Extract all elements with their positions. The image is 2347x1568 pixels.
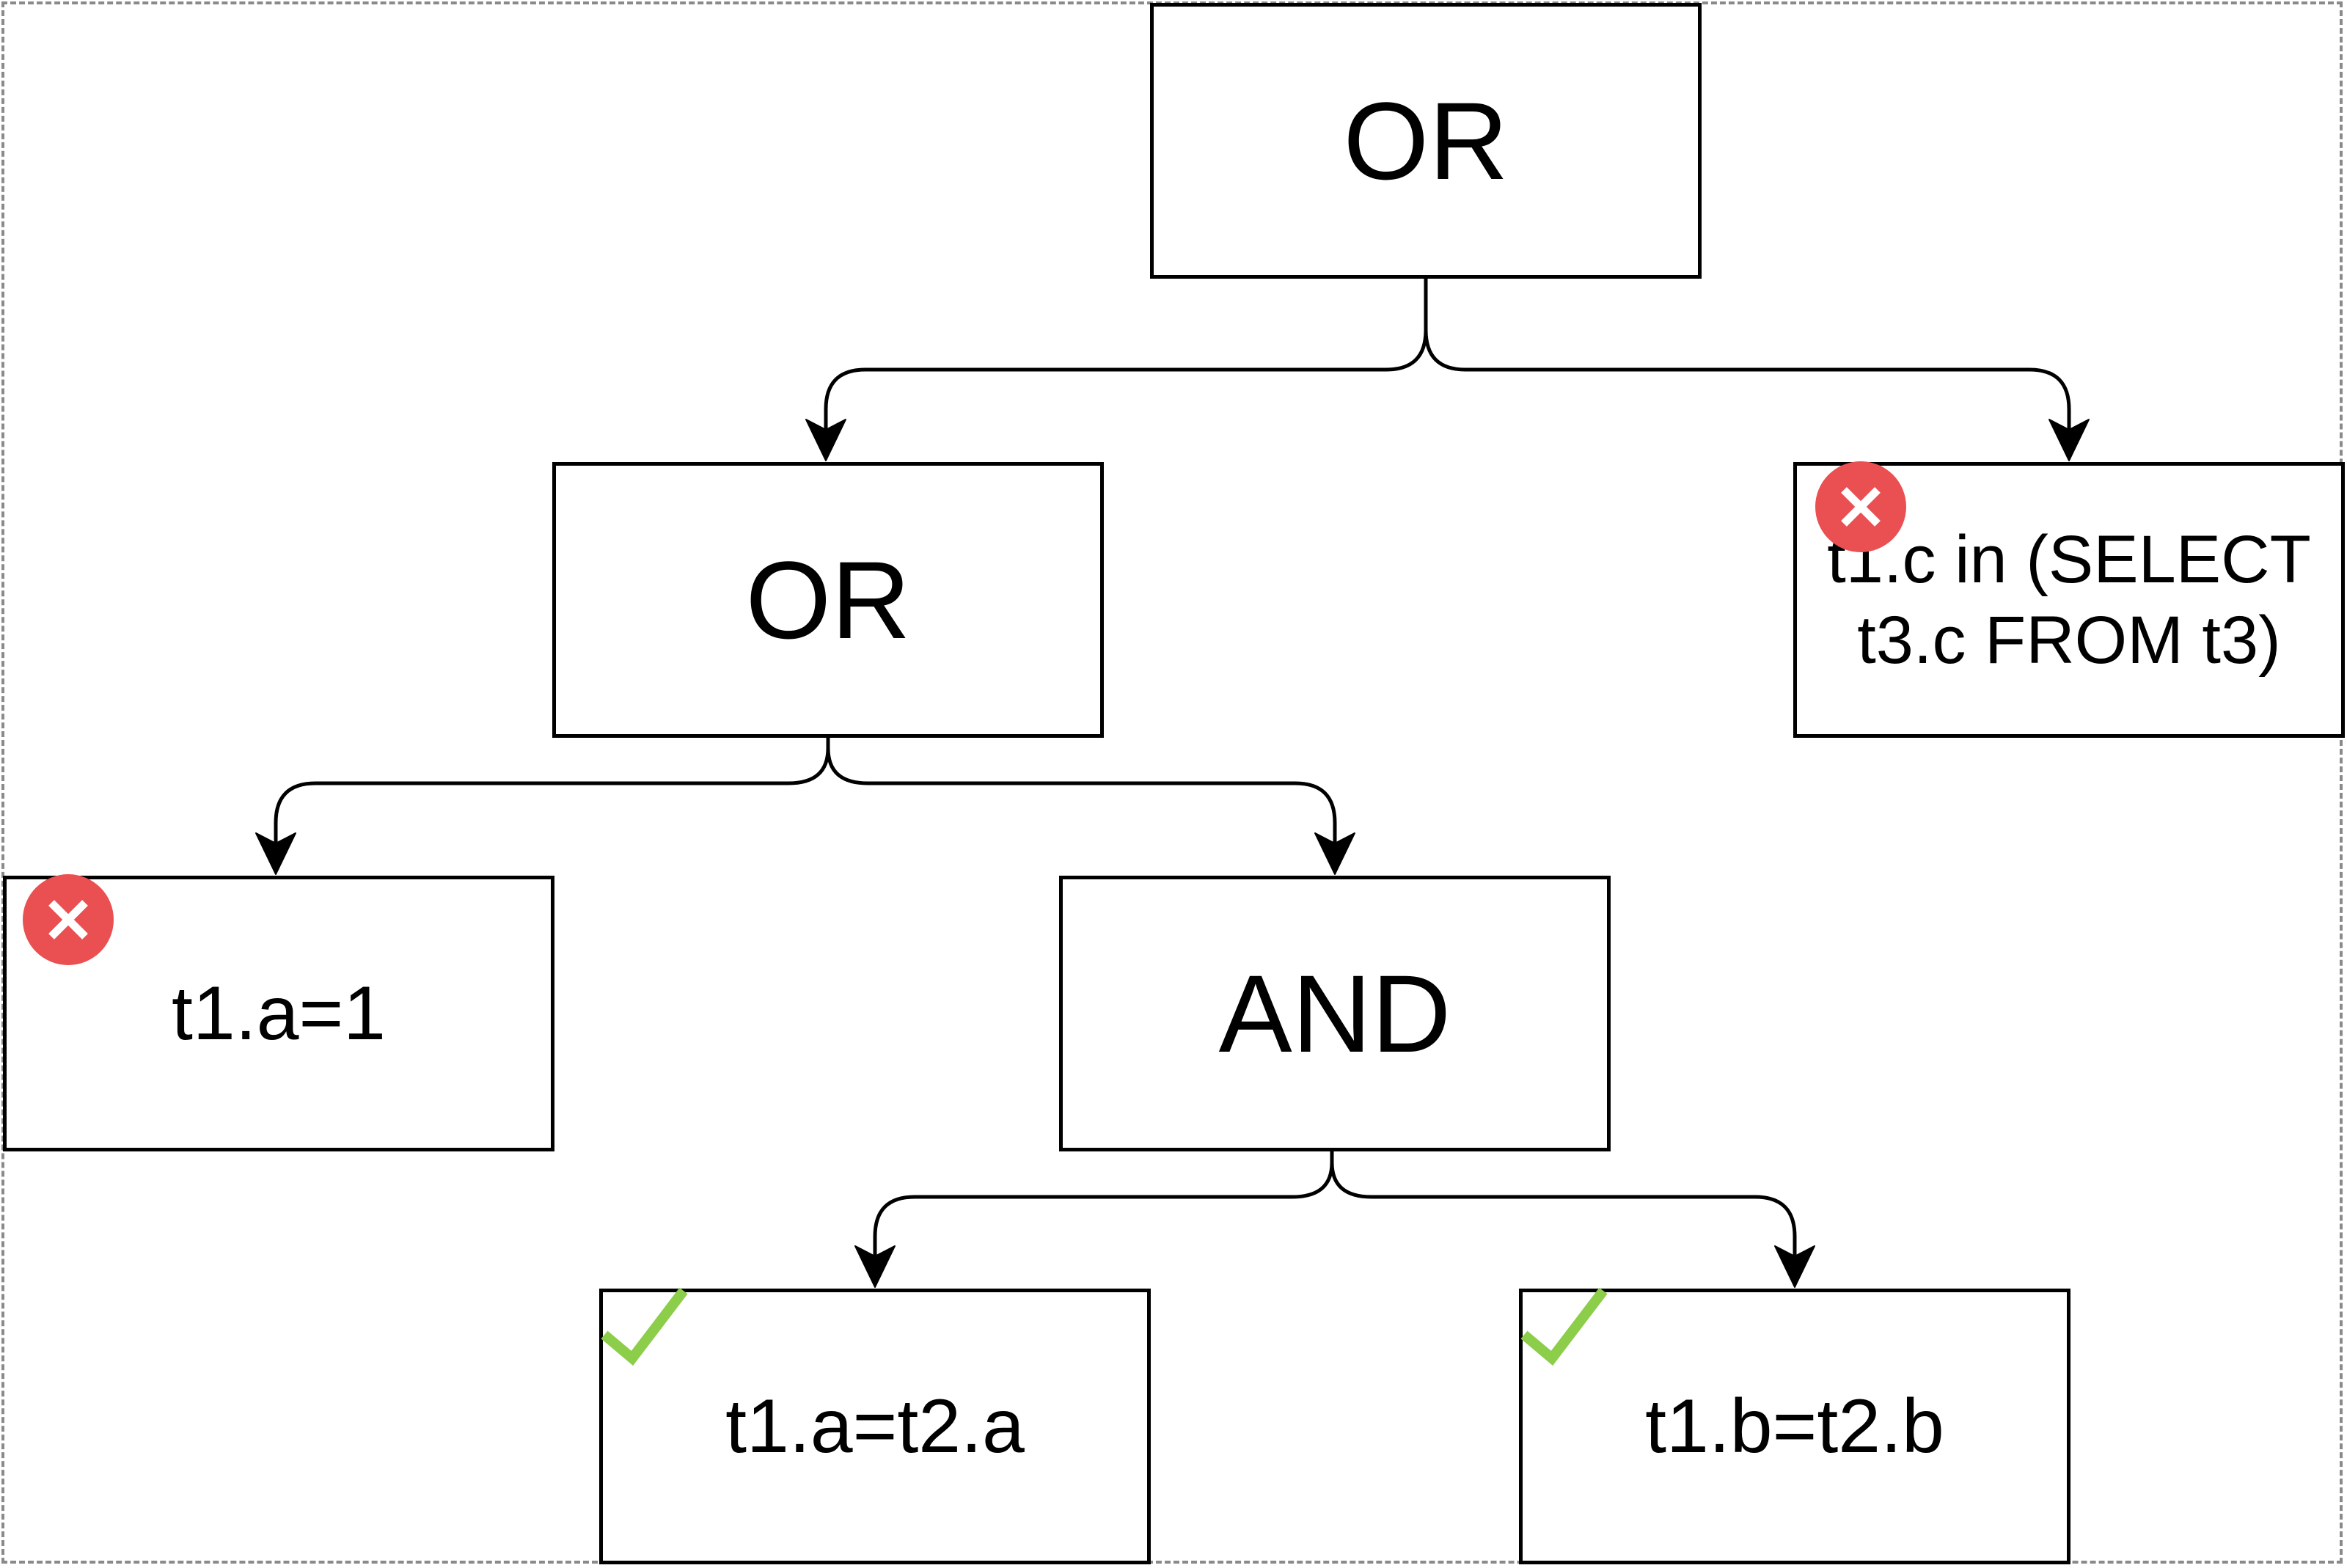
arrowhead bbox=[2048, 419, 2090, 461]
edge-root-to-or bbox=[824, 279, 1428, 455]
arrowhead bbox=[854, 1245, 896, 1288]
x-circle-icon bbox=[23, 874, 114, 965]
node-label: t1.a=1 bbox=[171, 970, 387, 1056]
edge-and-to-eq1 bbox=[873, 1151, 1334, 1281]
arrowhead bbox=[805, 419, 846, 461]
edge-or-to-a1 bbox=[274, 738, 830, 868]
edge-root-to-subquery bbox=[1424, 329, 2071, 455]
x-circle-icon bbox=[1815, 461, 1906, 552]
node-or-root: OR bbox=[1150, 3, 1702, 279]
check-icon bbox=[1520, 1287, 1608, 1366]
node-label: t1.c in (SELECT t3.c FROM t3) bbox=[1827, 521, 2311, 678]
arrowhead bbox=[1774, 1245, 1815, 1288]
node-label: OR bbox=[1343, 79, 1509, 202]
node-label: OR bbox=[745, 538, 911, 662]
edge-and-to-eq2 bbox=[1330, 1162, 1797, 1281]
node-label: t1.b=t2.b bbox=[1645, 1383, 1944, 1469]
node-label: t1.a=t2.a bbox=[725, 1383, 1025, 1469]
node-or-child: OR bbox=[552, 462, 1104, 738]
arrowhead bbox=[255, 832, 296, 875]
edge-or-to-and bbox=[826, 747, 1337, 868]
node-a-equals-t2a: t1.a=t2.a bbox=[599, 1289, 1151, 1564]
check-icon bbox=[601, 1287, 688, 1366]
node-label: AND bbox=[1218, 952, 1451, 1075]
node-b-equals-t2b: t1.b=t2.b bbox=[1519, 1289, 2070, 1564]
node-subquery-condition: t1.c in (SELECT t3.c FROM t3) bbox=[1793, 462, 2345, 738]
arrowhead bbox=[1314, 832, 1355, 875]
node-and: AND bbox=[1059, 876, 1611, 1151]
